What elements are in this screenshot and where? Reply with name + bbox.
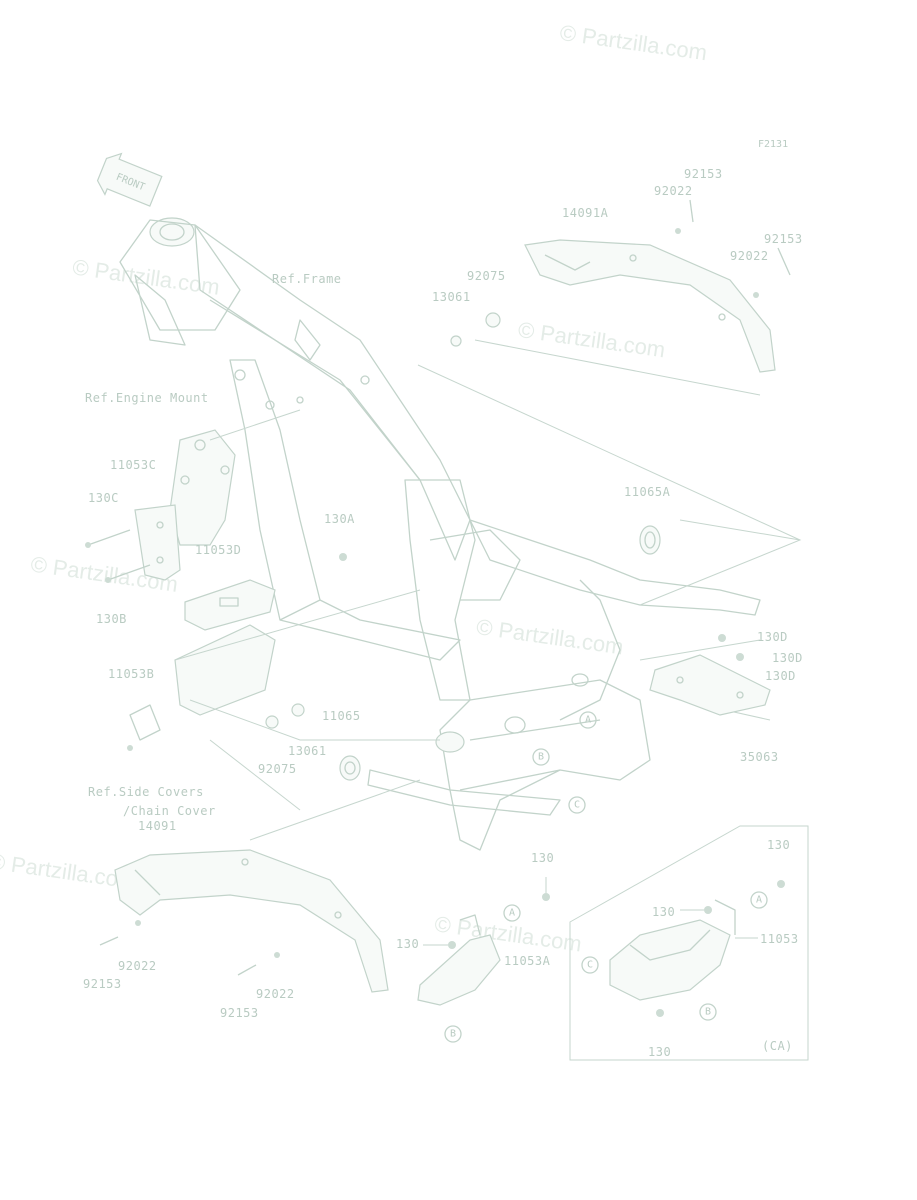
label-13061-bottom: 13061 xyxy=(288,744,327,758)
bracket-35063 xyxy=(649,654,771,716)
watermark: © Partzilla.com xyxy=(517,317,667,362)
label-92022-bl: 92022 xyxy=(118,959,157,973)
washer-92022-bm xyxy=(274,952,280,958)
svg-text:B: B xyxy=(450,1029,456,1040)
side-rail-14091 xyxy=(114,849,389,993)
label-92022-bm: 92022 xyxy=(256,987,295,1001)
ref-side-covers: Ref.Side Covers xyxy=(88,785,204,799)
callout-c-1: C xyxy=(568,796,586,814)
label-92153-bm: 92153 xyxy=(220,1006,259,1020)
svg-text:A: A xyxy=(756,895,762,906)
label-14091: 14091 xyxy=(138,819,177,833)
washer-92022-bl xyxy=(135,920,141,926)
collar-13061-top xyxy=(450,335,462,347)
label-92022-top: 92022 xyxy=(654,184,693,198)
nut-130-ca-bot xyxy=(656,1009,664,1017)
nut-130-ca-top xyxy=(777,880,785,888)
callout-a-1: A xyxy=(579,711,597,729)
bracket-11053b xyxy=(127,624,276,751)
label-130d-2: 130D xyxy=(772,651,803,665)
diagram-id: F2131 xyxy=(758,139,788,150)
cap-11065a xyxy=(639,525,661,555)
label-130-ca-mid: 130 xyxy=(652,905,675,919)
label-130-ca-top: 130 xyxy=(767,838,790,852)
svg-text:B: B xyxy=(538,752,544,763)
label-92153-bl: 92153 xyxy=(83,977,122,991)
ref-frame: Ref.Frame xyxy=(272,272,342,286)
label-11065a: 11065A xyxy=(624,485,671,499)
label-14091a: 14091A xyxy=(562,206,609,220)
label-92075-top: 92075 xyxy=(467,269,506,283)
callout-b-3: B xyxy=(699,1003,717,1021)
leader-lines xyxy=(174,339,802,841)
label-130d-3: 130D xyxy=(765,669,796,683)
label-130c: 130C xyxy=(88,491,119,505)
label-11053a: 11053A xyxy=(504,954,551,968)
ref-engine-mount: Ref.Engine Mount xyxy=(85,391,209,405)
label-130-left: 130 xyxy=(396,937,419,951)
bolt-130b xyxy=(107,564,151,581)
callout-a-2: A xyxy=(503,904,521,922)
callout-b-1: B xyxy=(532,748,550,766)
nut-130-mid xyxy=(542,893,550,901)
label-35063: 35063 xyxy=(740,750,779,764)
label-11065: 11065 xyxy=(322,709,361,723)
label-130-mid: 130 xyxy=(531,851,554,865)
bolt-130c xyxy=(87,529,131,546)
svg-text:A: A xyxy=(585,715,591,726)
screw-92153-right xyxy=(777,247,791,276)
svg-text:A: A xyxy=(509,908,515,919)
watermark: © Partzilla.com xyxy=(475,614,625,659)
label-130a: 130A xyxy=(324,512,355,526)
watermark: © Partzilla.com xyxy=(113,0,263,3)
label-ca: (CA) xyxy=(762,1039,793,1053)
label-13061-top: 13061 xyxy=(432,290,471,304)
label-11053b: 11053B xyxy=(108,667,154,681)
side-rail-14091a xyxy=(524,239,776,373)
watermark: © Partzilla.com xyxy=(558,20,708,65)
engine-mount-bracket xyxy=(169,429,236,546)
label-92022-right: 92022 xyxy=(730,249,769,263)
cap-11065 xyxy=(339,755,361,781)
bracket-11053c xyxy=(134,504,181,581)
washer-92022-right xyxy=(753,292,759,298)
nut-130-left xyxy=(448,941,456,949)
plate-11053d xyxy=(184,579,276,631)
svg-text:C: C xyxy=(587,960,593,971)
grommet-92075-top xyxy=(485,312,501,328)
ca-detail-box xyxy=(569,825,809,1061)
label-11053c: 11053C xyxy=(110,458,156,472)
callout-b-2: B xyxy=(444,1025,462,1043)
label-130d-1: 130D xyxy=(757,630,788,644)
screw-92153-bl xyxy=(99,936,119,946)
nut-130a xyxy=(339,553,347,561)
label-11053: 11053 xyxy=(760,932,799,946)
ref-chain-cover: /Chain Cover xyxy=(123,804,216,818)
callout-c-2: C xyxy=(581,956,599,974)
callout-a-3: A xyxy=(750,891,768,909)
watermarks: © Partzilla.com © Partzilla.com © Partzi… xyxy=(0,0,709,957)
front-arrow-icon: FRONT xyxy=(96,152,163,207)
label-92075-bottom: 92075 xyxy=(258,762,297,776)
label-130-ca-bot: 130 xyxy=(648,1045,671,1059)
screw-92153-top xyxy=(689,199,694,223)
nut-130-ca-mid xyxy=(704,906,712,914)
bracket-11053a xyxy=(417,914,501,1006)
main-frame xyxy=(119,217,761,851)
svg-text:B: B xyxy=(705,1007,711,1018)
label-130b: 130B xyxy=(96,612,127,626)
collar-13061-bottom xyxy=(291,703,305,717)
label-11053d: 11053D xyxy=(195,543,241,557)
label-92153-right: 92153 xyxy=(764,232,803,246)
label-92153-top: 92153 xyxy=(684,167,723,181)
nut-130d-1 xyxy=(718,634,726,642)
nut-130d-2 xyxy=(736,653,744,661)
svg-text:C: C xyxy=(574,800,580,811)
grommet-92075-bottom xyxy=(265,715,279,729)
washer-92022-top xyxy=(675,228,681,234)
screw-92153-bm xyxy=(237,964,257,976)
